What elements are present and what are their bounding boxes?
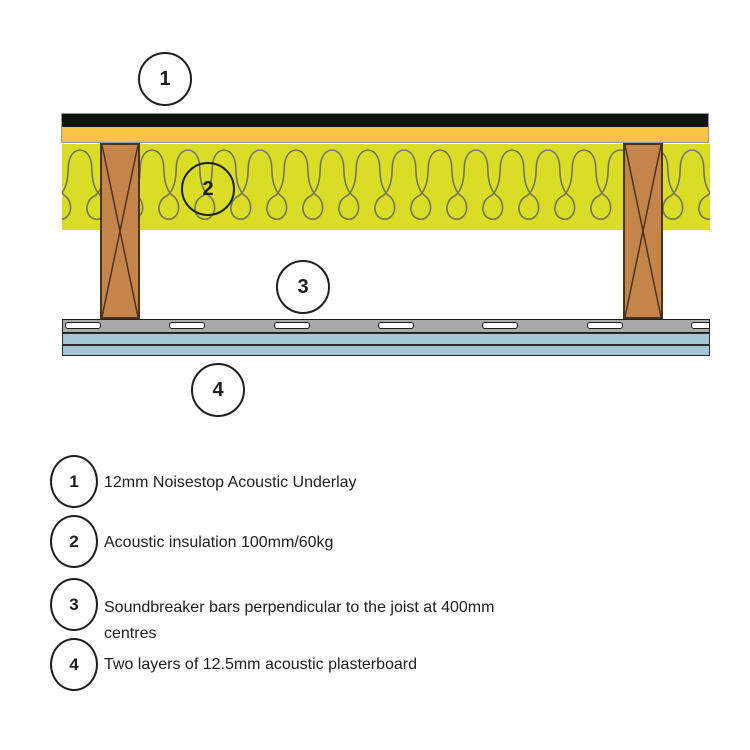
plasterboard-layer	[62, 333, 710, 356]
legend-badge-1: 1	[50, 455, 98, 508]
callout-2: 2	[181, 162, 235, 216]
soundbreaker-fixing-slot	[274, 322, 310, 329]
callout-3: 3	[276, 260, 330, 314]
joist-cross-bracing-icon	[102, 145, 138, 317]
joist-left	[100, 143, 140, 319]
legend-badge-3: 3	[50, 578, 98, 631]
callout-1-number: 1	[159, 67, 171, 90]
soundbreaker-fixing-slot	[587, 322, 623, 329]
soundbreaker-fixing-slot	[65, 322, 101, 329]
legend-badge-4-number: 4	[69, 654, 79, 674]
soundbreaker-fixing-slot	[482, 322, 518, 329]
plasterboard-divider	[63, 344, 709, 346]
legend-badge-4: 4	[50, 638, 98, 691]
joist-right	[623, 143, 663, 319]
legend-label-4: Two layers of 12.5mm acoustic plasterboa…	[104, 656, 418, 673]
legend-label-2: Acoustic insulation 100mm/60kg	[104, 534, 334, 551]
legend-badge-2: 2	[50, 515, 98, 568]
callout-3-number: 3	[297, 275, 309, 298]
insulation-layer	[62, 144, 710, 230]
soundbreaker-fixing-slot	[169, 322, 205, 329]
legend-label-3: Soundbreaker bars perpendicular to the j…	[104, 599, 495, 642]
soundbreaker-fixing-slot	[378, 322, 414, 329]
insulation-batt-pattern	[62, 144, 710, 230]
legend-label-1: 12mm Noisestop Acoustic Underlay	[104, 474, 357, 491]
underlay-floorboard-layer	[61, 113, 709, 143]
floorboard-layer	[62, 127, 708, 142]
callout-2-number: 2	[202, 177, 214, 200]
callout-1: 1	[138, 52, 192, 106]
acoustic-underlay-layer	[62, 114, 708, 127]
callout-4: 4	[191, 363, 245, 417]
callout-4-number: 4	[212, 378, 224, 401]
joist-cross-bracing-icon	[625, 145, 661, 317]
legend-badge-1-number: 1	[69, 471, 79, 491]
legend-badge-3-number: 3	[69, 594, 79, 614]
soundbreaker-bar-layer	[62, 319, 710, 333]
legend-badge-2-number: 2	[69, 531, 79, 551]
soundbreaker-fixing-slot	[691, 322, 709, 329]
